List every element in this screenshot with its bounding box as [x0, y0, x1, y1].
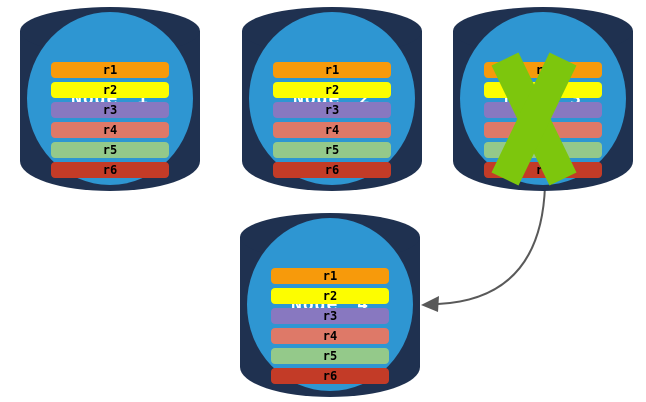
row-r1: r1 — [271, 268, 389, 284]
row-r5: r5 — [51, 142, 169, 158]
row-r5: r5 — [271, 348, 389, 364]
row-r6: r6 — [484, 162, 602, 178]
node-3-cylinder: Node 3 r1 r2 r3 r4 r5 r6 — [453, 7, 633, 191]
row-r5: r5 — [484, 142, 602, 158]
node-2-cylinder: Node 2 r1 r2 r3 r4 r5 r6 — [242, 7, 422, 191]
row-r3: r3 — [273, 102, 391, 118]
row-r6: r6 — [273, 162, 391, 178]
arrow-curve — [437, 185, 546, 305]
row-r3: r3 — [51, 102, 169, 118]
row-list: r1 r2 r3 r4 r5 r6 — [51, 62, 169, 178]
row-r4: r4 — [484, 122, 602, 138]
arrowhead-icon — [421, 296, 439, 312]
row-list: r1 r2 r3 r4 r5 r6 — [484, 62, 602, 178]
node-1-cylinder: Node 1 r1 r2 r3 r4 r5 r6 — [20, 7, 200, 191]
row-r3: r3 — [484, 102, 602, 118]
row-list: r1 r2 r3 r4 r5 r6 — [273, 62, 391, 178]
row-r2: r2 — [484, 82, 602, 98]
row-r1: r1 — [273, 62, 391, 78]
row-list: r1 r2 r3 r4 r5 r6 — [271, 268, 389, 384]
row-r6: r6 — [51, 162, 169, 178]
row-r6: r6 — [271, 368, 389, 384]
row-r2: r2 — [273, 82, 391, 98]
row-r4: r4 — [51, 122, 169, 138]
row-r1: r1 — [51, 62, 169, 78]
row-r2: r2 — [271, 288, 389, 304]
row-r4: r4 — [271, 328, 389, 344]
row-r3: r3 — [271, 308, 389, 324]
node-4-cylinder: Node 4 r1 r2 r3 r4 r5 r6 — [240, 213, 420, 397]
row-r2: r2 — [51, 82, 169, 98]
row-r1: r1 — [484, 62, 602, 78]
row-r5: r5 — [273, 142, 391, 158]
row-r4: r4 — [273, 122, 391, 138]
